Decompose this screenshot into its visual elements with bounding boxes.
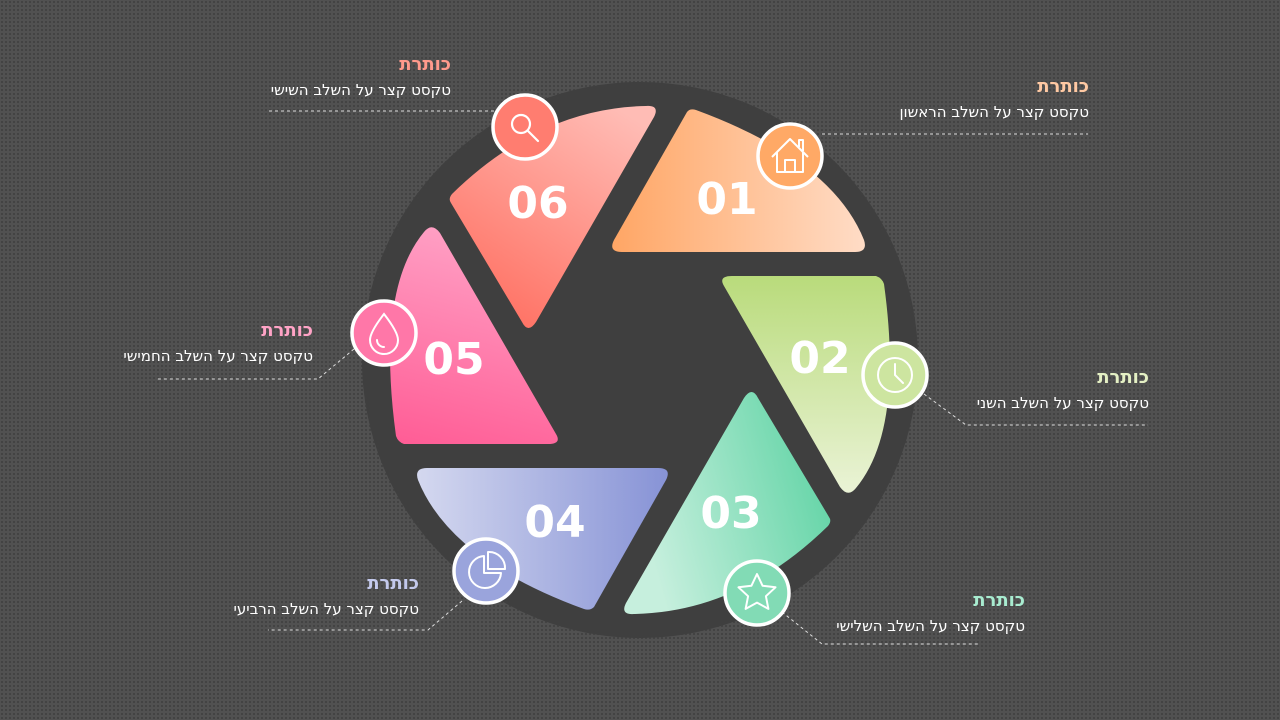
label-title-05: כותרת xyxy=(261,320,313,341)
label-step-03: כותרת טקסט קצר על השלב השלישי xyxy=(725,589,1025,637)
step-number-03: 03 xyxy=(700,488,761,539)
blade-04[interactable] xyxy=(417,468,668,610)
icon-badge-04[interactable] xyxy=(452,537,520,605)
label-title-02: כותרת xyxy=(1097,367,1149,388)
label-text-04: טקסט קצר על השלב הרביעי xyxy=(233,600,420,618)
label-title-04: כותרת xyxy=(367,573,419,594)
pie-chart-icon xyxy=(468,550,507,589)
label-step-02: כותרת טקסט קצר על השלב השני xyxy=(849,366,1149,414)
label-text-03: טקסט קצר על השלב השלישי xyxy=(836,617,1025,635)
blade-03[interactable] xyxy=(624,392,831,615)
leader-lines xyxy=(156,110,1148,645)
label-step-05: כותרת טקסט קצר על השלב החמישי xyxy=(13,319,313,367)
icon-badge-03[interactable] xyxy=(723,559,791,627)
step-number-01: 01 xyxy=(696,174,757,225)
label-text-06: טקסט קצר על השלב השישי xyxy=(270,81,451,99)
star-icon xyxy=(737,573,777,610)
home-icon xyxy=(771,138,809,173)
label-title-03: כותרת xyxy=(973,590,1025,611)
label-text-05: טקסט קצר על השלב החמישי xyxy=(123,347,313,365)
label-step-01: כותרת טקסט קצר על השלב הראשון xyxy=(789,75,1089,123)
blade-01[interactable] xyxy=(612,109,865,252)
step-number-05: 05 xyxy=(423,334,484,385)
step-number-02: 02 xyxy=(789,333,850,384)
label-text-02: טקסט קצר על השלב השני xyxy=(976,394,1149,412)
label-title-06: כותרת xyxy=(399,54,451,75)
leader-line-03 xyxy=(781,611,980,645)
step-number-06: 06 xyxy=(507,178,568,229)
search-icon xyxy=(510,113,540,143)
label-title-01: כותרת xyxy=(1037,76,1089,97)
blade-02[interactable] xyxy=(722,276,890,493)
icon-badge-01[interactable] xyxy=(756,122,824,190)
leader-line-04 xyxy=(268,600,463,631)
clock-icon xyxy=(877,357,913,393)
blade-06[interactable] xyxy=(449,105,656,328)
icon-badge-06[interactable] xyxy=(491,93,559,161)
blade-05[interactable] xyxy=(390,227,558,444)
drop-icon xyxy=(368,312,400,355)
icon-badge-05[interactable] xyxy=(350,299,418,367)
label-step-04: כותרת טקסט קצר על השלב הרביעי xyxy=(119,572,420,620)
step-number-04: 04 xyxy=(524,497,585,548)
label-text-01: טקסט קצר על השלב הראשון xyxy=(899,103,1089,121)
icon-badge-02[interactable] xyxy=(861,341,929,409)
label-step-06: כותרת טקסט קצר על השלב השישי xyxy=(151,53,451,101)
